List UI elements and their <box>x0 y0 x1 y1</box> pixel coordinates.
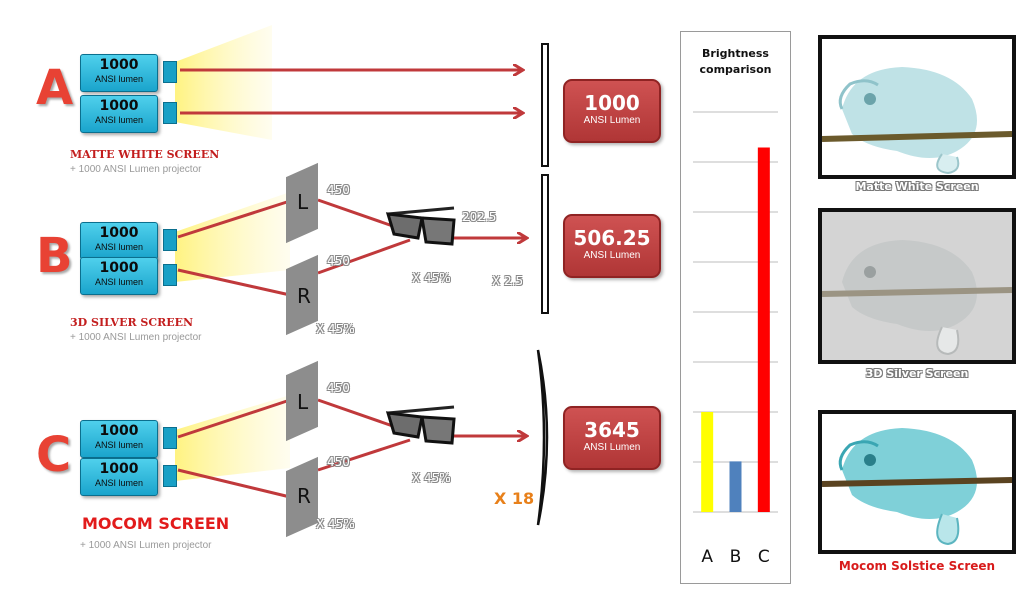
result-unit: ANSI Lumen <box>583 442 641 453</box>
screen-title: MATTE WHITE SCREEN <box>70 148 220 161</box>
projector-lumen-value: 1000 <box>99 461 139 477</box>
glasses-factor: X 45% <box>412 271 451 285</box>
screen-factor: X 18 <box>494 489 535 508</box>
result-value: 3645 <box>584 418 640 442</box>
projector-lumen-unit: ANSI lumen <box>94 440 144 450</box>
projector-lens-icon <box>163 264 177 286</box>
chart-category-label: B <box>730 547 742 567</box>
chameleon-image <box>822 67 1012 175</box>
projector-lumen-unit: ANSI lumen <box>94 242 144 252</box>
result-box: 3645 ANSI Lumen <box>563 406 661 470</box>
plate-factor: X 45% <box>316 322 355 336</box>
photo-caption: 3D Silver Screen <box>865 367 969 380</box>
plate-label: L <box>297 190 309 214</box>
projector-lens-icon <box>163 465 177 487</box>
chart-category-label: C <box>758 547 770 567</box>
screen-title: MOCOM SCREEN <box>82 514 230 533</box>
projector-lens-icon <box>163 229 177 251</box>
projector-lumen-value: 1000 <box>99 98 139 114</box>
light-beam <box>175 25 272 140</box>
photo-matte-white <box>818 35 1016 179</box>
plate-label: R <box>297 284 311 308</box>
screen-title: 3D SILVER SCREEN <box>70 316 194 329</box>
beam-line <box>177 268 291 297</box>
right-value: 450 <box>327 254 350 268</box>
plate-label: R <box>297 484 311 508</box>
row-b-letter: B <box>36 228 73 284</box>
glasses-factor: X 45% <box>412 471 451 485</box>
screen-edge <box>541 43 549 167</box>
3d-glasses-icon <box>385 206 456 246</box>
result-unit: ANSI Lumen <box>583 115 641 126</box>
photo-caption: Matte White Screen <box>855 180 979 193</box>
chart-title-text: Brightness comparison <box>699 47 772 76</box>
right-value: 450 <box>327 455 350 469</box>
chart-category-label: A <box>701 547 713 567</box>
projector: 1000 ANSI lumen <box>80 257 158 295</box>
light-beam <box>175 192 290 282</box>
projector-lumen-unit: ANSI lumen <box>94 277 144 287</box>
projector: 1000 ANSI lumen <box>80 222 158 260</box>
projector-lumen-value: 1000 <box>99 225 139 241</box>
result-value: 506.25 <box>573 226 651 250</box>
photo-3d-silver <box>818 208 1016 364</box>
light-beam <box>175 395 290 481</box>
result-unit: ANSI Lumen <box>583 250 641 261</box>
projector-lumen-value: 1000 <box>99 260 139 276</box>
projector: 1000 ANSI lumen <box>80 420 158 458</box>
screen-subtitle: + 1000 ANSI Lumen projector <box>70 164 202 175</box>
screen-factor: X 2.5 <box>492 274 524 288</box>
plate-label: L <box>297 390 309 414</box>
photo-mocom-solstice <box>818 410 1016 554</box>
left-value: 450 <box>327 183 350 197</box>
chameleon-image <box>822 240 1012 356</box>
beam-line <box>177 398 291 439</box>
chart-title: Brightness comparison <box>681 46 790 78</box>
chart-bar-a <box>701 412 714 512</box>
projector-lumen-unit: ANSI lumen <box>94 74 144 84</box>
projector-lumen-unit: ANSI lumen <box>94 478 144 488</box>
row-c-letter: C <box>36 427 72 483</box>
screen-subtitle: + 1000 ANSI Lumen projector <box>80 540 212 551</box>
projector-lens-icon <box>163 427 177 449</box>
projector-lumen-unit: ANSI lumen <box>94 115 144 125</box>
projector-lens-icon <box>163 61 177 83</box>
chameleon-image <box>822 428 1012 546</box>
projector: 1000 ANSI lumen <box>80 458 158 496</box>
photo-caption: Mocom Solstice Screen <box>838 559 996 573</box>
3d-glasses-icon <box>385 405 456 445</box>
result-value: 1000 <box>584 91 640 115</box>
projector-lens-icon <box>163 102 177 124</box>
left-value: 450 <box>327 381 350 395</box>
chart-bar-c <box>757 147 770 512</box>
row-a-letter: A <box>36 60 74 116</box>
beam-line <box>317 238 411 275</box>
screen-edge <box>541 174 549 314</box>
result-box: 506.25 ANSI Lumen <box>563 214 661 278</box>
beam-line <box>317 438 411 472</box>
beam-line <box>177 199 291 239</box>
curved-screen-edge <box>536 349 549 526</box>
result-box: 1000 ANSI Lumen <box>563 79 661 143</box>
projector-lumen-value: 1000 <box>99 57 139 73</box>
projector: 1000 ANSI lumen <box>80 54 158 92</box>
projector-lumen-value: 1000 <box>99 423 139 439</box>
projector: 1000 ANSI lumen <box>80 95 158 133</box>
plate-factor: X 45% <box>316 517 355 531</box>
beam-line <box>177 468 291 499</box>
glasses-value: 202.5 <box>462 210 497 224</box>
screen-subtitle: + 1000 ANSI Lumen projector <box>70 332 202 343</box>
chart-bar-b <box>729 461 742 512</box>
